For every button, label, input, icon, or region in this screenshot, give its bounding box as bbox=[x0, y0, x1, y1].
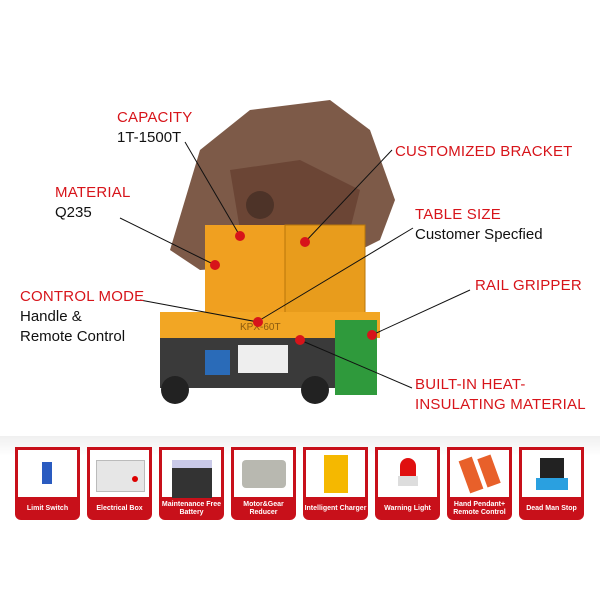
component-tile: Limit Switch bbox=[15, 447, 80, 520]
callout-capacity-detail: 1T-1500T bbox=[117, 129, 182, 146]
callout-gripper-title: RAIL GRIPPER bbox=[475, 277, 582, 294]
component-strip: Limit Switch Electrical Box Maintenance … bbox=[0, 436, 600, 536]
component-tile: Intelligent Charger bbox=[303, 447, 368, 520]
warning-light-icon bbox=[378, 450, 437, 497]
callout-dot bbox=[210, 260, 220, 270]
component-tile: Warning Light bbox=[375, 447, 440, 520]
callout-dot bbox=[367, 330, 377, 340]
charger-icon bbox=[306, 450, 365, 497]
dead-man-stop-icon bbox=[522, 450, 581, 497]
motor bbox=[205, 350, 230, 375]
callout-dot bbox=[300, 237, 310, 247]
callout-table-title: TABLE SIZE bbox=[415, 206, 501, 223]
callout-dot bbox=[253, 317, 263, 327]
transfer-cart-illustration: KPX-60T bbox=[119, 100, 471, 404]
callout-control-detail: Remote Control bbox=[20, 328, 126, 345]
limit-switch-icon bbox=[18, 450, 77, 497]
callout-material-title: MATERIAL bbox=[55, 184, 131, 201]
electrical-box-icon bbox=[90, 450, 149, 497]
callout-dot bbox=[295, 335, 305, 345]
component-tile: Dead Man Stop bbox=[519, 447, 584, 520]
battery-icon bbox=[162, 450, 221, 498]
callout-table-detail: Customer Specfied bbox=[415, 226, 543, 243]
motor-icon bbox=[234, 450, 293, 497]
wheel bbox=[161, 376, 189, 404]
wheel bbox=[301, 376, 329, 404]
callout-bracket-title: CUSTOMIZED BRACKET bbox=[395, 143, 573, 160]
component-tile: Motor&Gear Reducer bbox=[231, 447, 296, 520]
electrical-box bbox=[238, 345, 288, 373]
cart-plate: KPX-60T bbox=[240, 322, 281, 333]
component-tile: Electrical Box bbox=[87, 447, 152, 520]
remote-control-icon bbox=[450, 450, 509, 497]
callout-insulation-title: INSULATING MATERIAL bbox=[415, 396, 586, 413]
component-tile: Maintenance Free Battery bbox=[159, 447, 224, 520]
callout-control-title: CONTROL MODE bbox=[20, 288, 145, 305]
component-tile: Hand Pendant+ Remote Control bbox=[447, 447, 512, 520]
callout-control-detail: Handle & bbox=[20, 308, 82, 325]
callout-insulation-title: BUILT-IN HEAT- bbox=[415, 376, 526, 393]
callout-capacity-title: CAPACITY bbox=[117, 109, 193, 126]
callout-dot bbox=[235, 231, 245, 241]
callout-material-detail: Q235 bbox=[55, 204, 92, 221]
